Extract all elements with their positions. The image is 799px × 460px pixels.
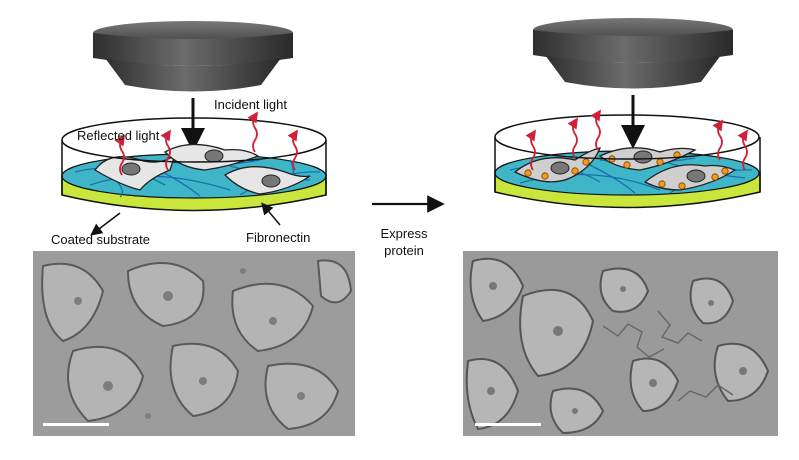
fibronectin-label: Fibronectin [246,230,311,245]
objective-lens-right [533,18,733,89]
scale-bar-after [475,423,541,426]
reflected-light-label: Reflected light [77,128,160,143]
scale-bar-before [43,423,109,426]
culture-dish-left [61,117,327,212]
micrograph-before [33,251,355,436]
culture-dish-right [494,114,761,209]
incident-light-label: Incident light [214,97,287,112]
objective-lens-left [93,21,293,92]
micrograph-after [463,251,778,436]
protein-label: protein [384,243,424,258]
reflected-light-arrows-right [525,109,748,171]
fibronectin-pointer [261,202,281,226]
reflected-light-arrows-left [114,111,298,176]
expressed-protein-dots [524,151,729,190]
coated-substrate-pointer [90,212,121,236]
express-label: Express [380,226,428,241]
coated-substrate-label: Coated substrate [51,232,151,247]
